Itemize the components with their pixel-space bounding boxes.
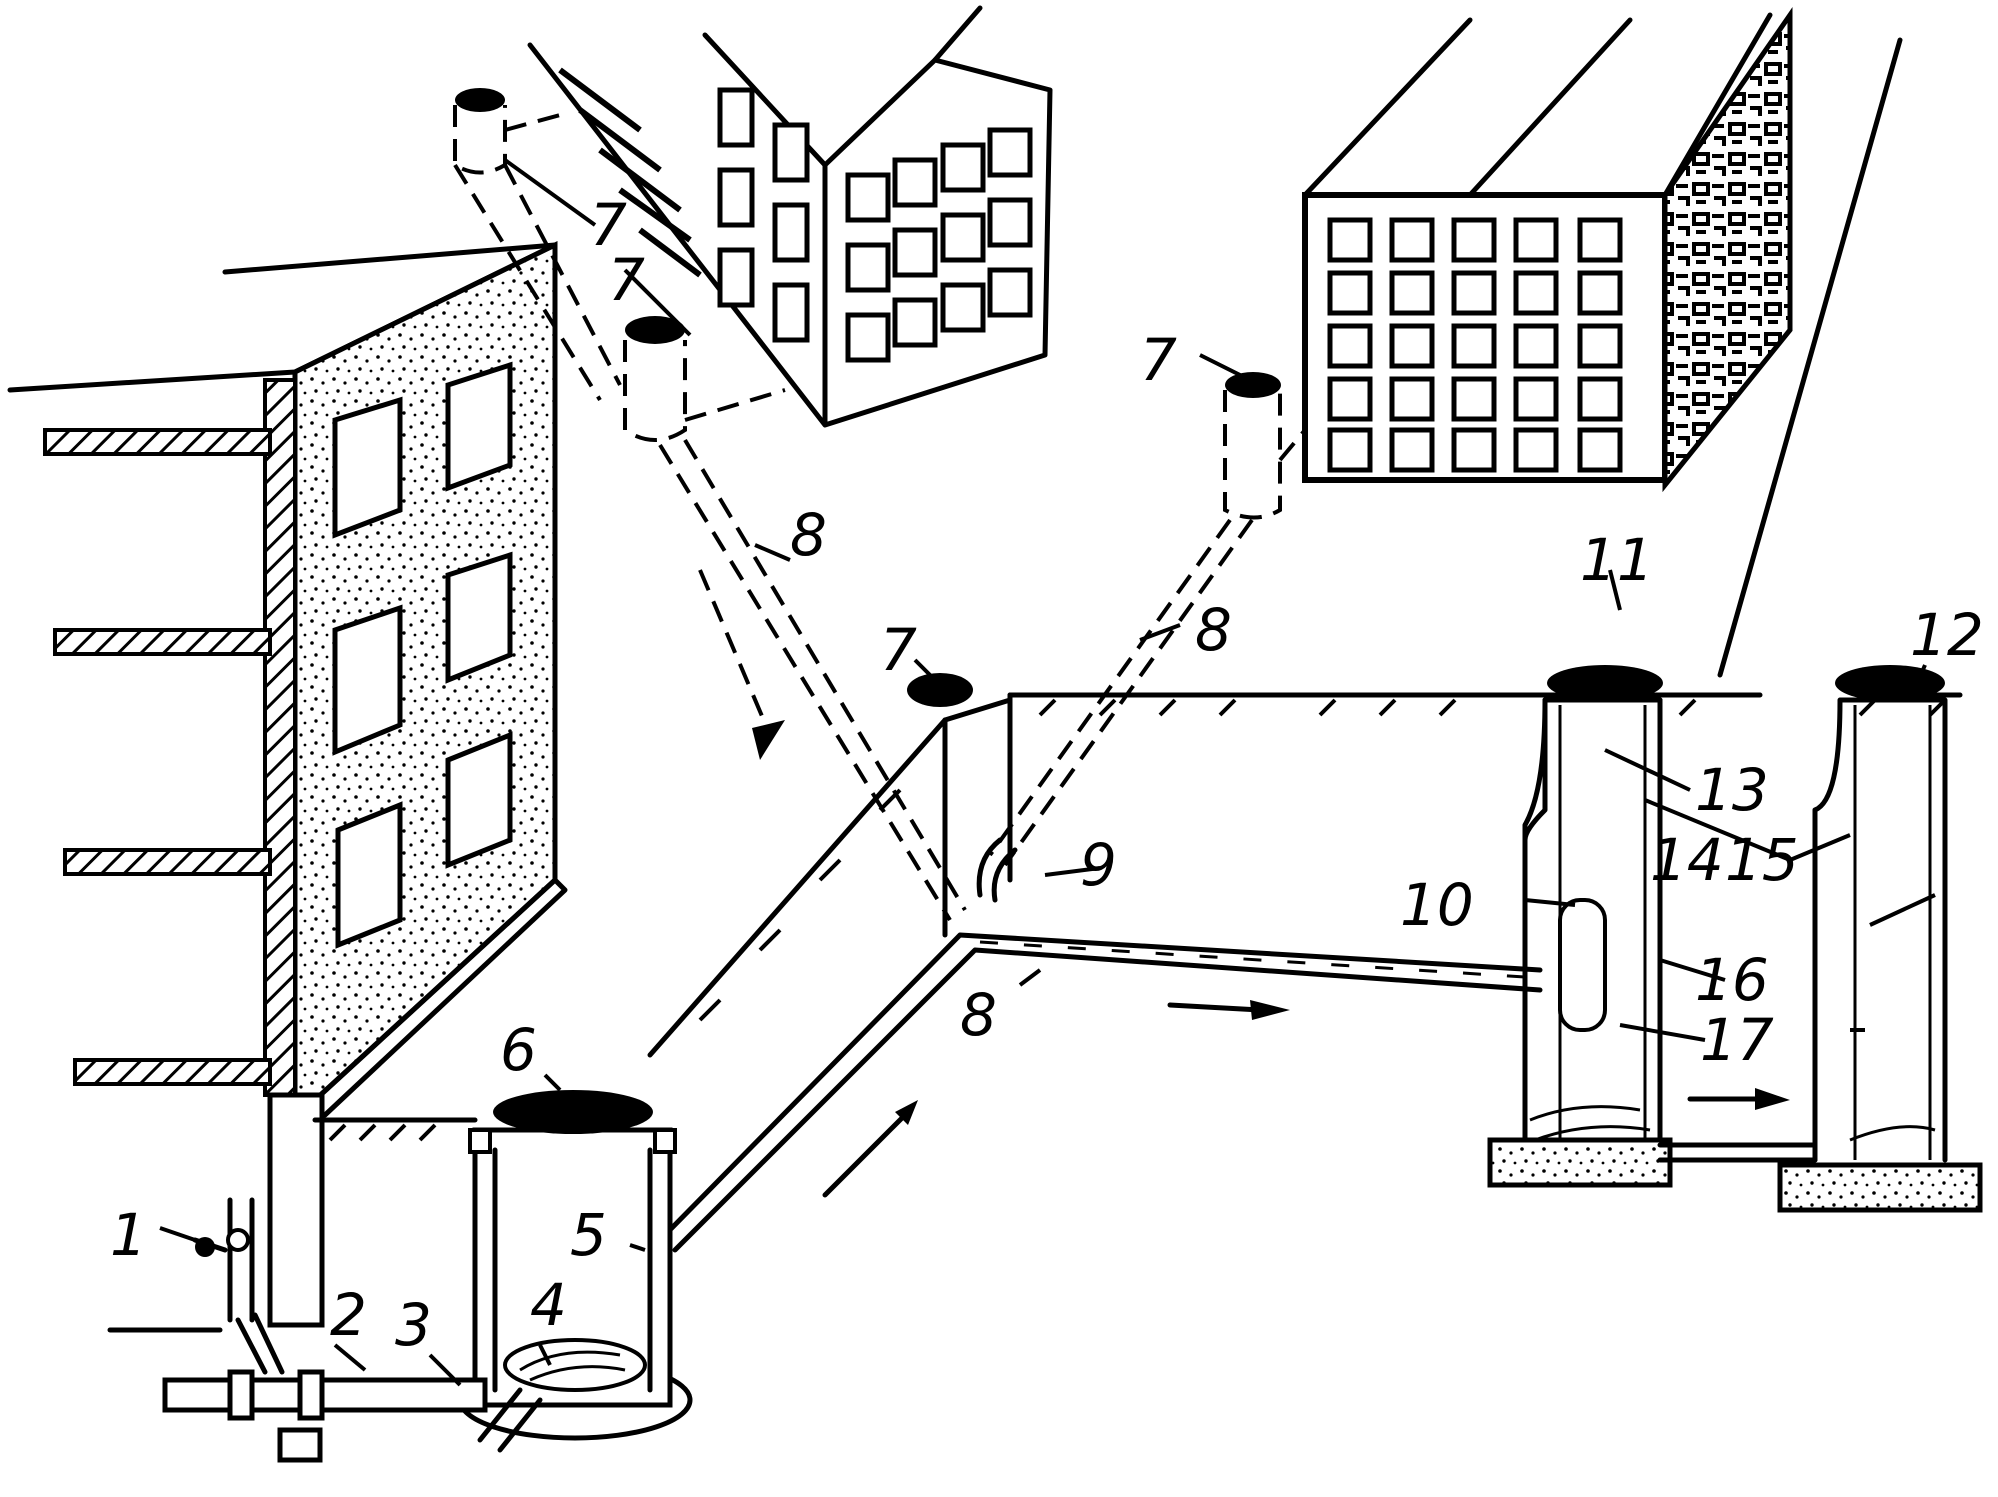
leader-lines: [159, 158, 1936, 1387]
left-building-windows: [332, 361, 513, 949]
inlet-pipe-2: [107, 1197, 488, 1463]
label-8-right: 8: [1195, 596, 1232, 664]
label-3: 3: [395, 1291, 432, 1359]
number-labels: 1 2 3 4 5 6 7 7 7 7 8 8 8 9 10 11 12 13 …: [110, 191, 1984, 1359]
rain-inlet-trench: [907, 673, 973, 707]
main-collector-pipe: [657, 837, 1543, 1253]
label-16: 16: [1695, 946, 1769, 1014]
flow-arrow-down: [752, 720, 785, 760]
label-11: 11: [1580, 526, 1654, 594]
label-1: 1: [110, 1201, 147, 1269]
rain-inlets: [453, 88, 1307, 707]
label-10: 10: [1400, 871, 1474, 939]
flow-arrow-right-1: [1250, 1000, 1290, 1020]
back-left-building-windows: [717, 87, 1033, 363]
label-6: 6: [500, 1016, 537, 1084]
settling-well-12: [1777, 665, 1983, 1213]
label-4: 4: [530, 1271, 567, 1339]
label-5: 5: [570, 1201, 607, 1269]
label-7-right: 7: [1140, 326, 1177, 394]
street-edge: [1717, 37, 1903, 678]
label-7-trench: 7: [880, 616, 917, 684]
left-building: [7, 240, 568, 1328]
label-7-mid: 7: [608, 246, 645, 314]
rain-inlet-top-left: [453, 88, 622, 402]
label-15: 15: [1725, 826, 1799, 894]
inspection-well-6: [457, 1090, 693, 1453]
back-left-building: [527, 5, 1053, 428]
back-right-building-windows: [1327, 217, 1623, 473]
label-8-left: 8: [790, 501, 827, 569]
back-right-building: [1302, 7, 1793, 493]
label-8-main: 8: [960, 981, 997, 1049]
connecting-pipe: [1657, 1142, 1818, 1163]
label-12: 12: [1910, 601, 1984, 669]
label-2: 2: [330, 1281, 367, 1349]
label-9: 9: [1080, 831, 1117, 899]
flow-arrow-right-2: [1755, 1088, 1790, 1110]
label-13: 13: [1695, 756, 1769, 824]
rain-inlet-middle: [623, 316, 786, 442]
label-7-top: 7: [590, 191, 627, 259]
label-17: 17: [1700, 1006, 1774, 1074]
settling-well-11: [1487, 665, 1673, 1188]
rain-inlet-right: [1223, 372, 1307, 520]
label-14: 14: [1650, 826, 1724, 894]
